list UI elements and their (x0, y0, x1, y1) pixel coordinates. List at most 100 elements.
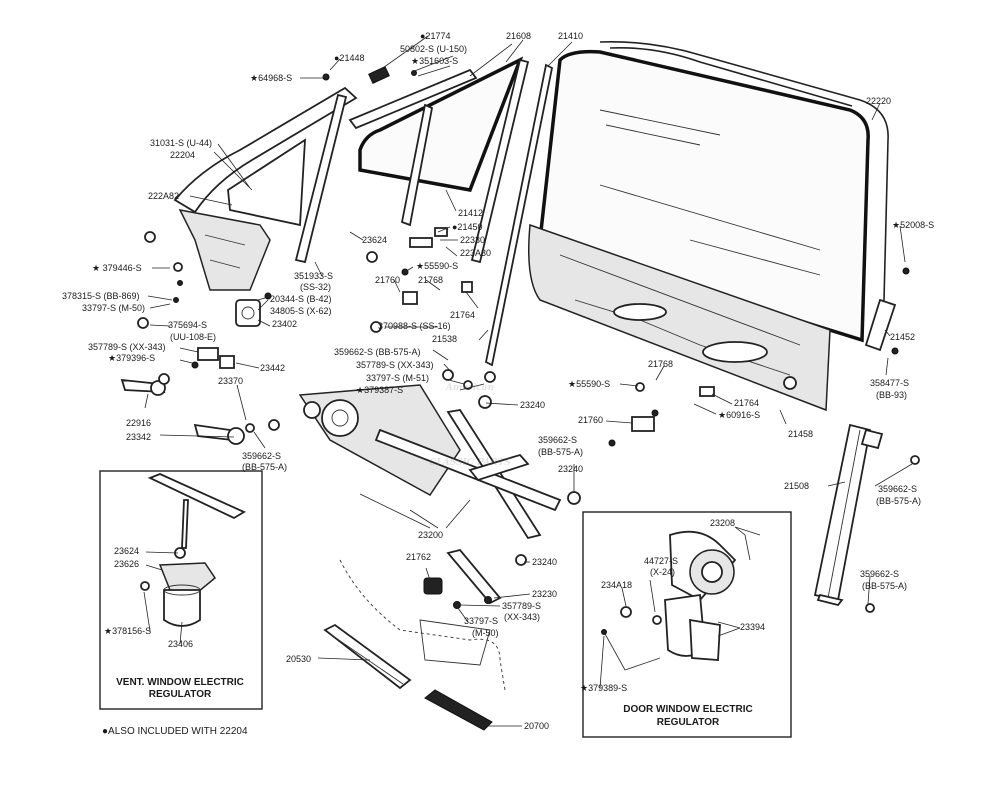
callout-label: ★379387-S (356, 385, 403, 395)
callout-label: 375694-S (168, 320, 207, 330)
vent-box-title-1: VENT. WINDOW ELECTRIC (116, 677, 244, 688)
callout-label: (BB-575-A) (876, 496, 921, 506)
callout-label: 21538 (432, 334, 457, 344)
callout-label: ●21774 (420, 31, 450, 41)
callout-label: 357789-S (502, 601, 541, 611)
callout-label: 33797-S (464, 616, 498, 626)
callout-label: 31031-S (U-44) (150, 138, 212, 148)
callout-label: 359662-S (538, 435, 577, 445)
callout-label: ★379396-S (108, 353, 155, 363)
callout-label: 370988-S (SS-16) (378, 321, 451, 331)
callout-label: 21762 (406, 552, 431, 562)
callout-label: 21458 (788, 429, 813, 439)
callout-label: 223A30 (460, 248, 491, 258)
callout-label: (SS-32) (300, 282, 331, 292)
vent-regulator-inset: VENT. WINDOW ELECTRIC REGULATOR (99, 470, 263, 710)
callout-label: ★60916-S (718, 410, 760, 420)
callout-label: 21764 (450, 310, 475, 320)
callout-label: 23624 (362, 235, 387, 245)
vent-regulator-box (99, 470, 263, 710)
footnote: ●ALSO INCLUDED WITH 22204 (102, 726, 248, 737)
callout-label: (BB-575-A) (242, 462, 287, 472)
watermark-line-1: American (445, 383, 494, 393)
door-box-title-2: REGULATOR (657, 717, 720, 728)
callout-label: 21508 (784, 481, 809, 491)
callout-label: 23626 (114, 559, 139, 569)
door-crank-handle (193, 423, 234, 442)
callout-label: 22330 (460, 235, 485, 245)
callout-label: 234A18 (601, 580, 632, 590)
callout-label: 21764 (734, 398, 759, 408)
callout-label: 23394 (740, 622, 765, 632)
callout-label: 22916 (126, 418, 151, 428)
door-glass (538, 49, 870, 343)
callout-label: 20530 (286, 654, 311, 664)
callout-labels: ●21774 21608 21410 50802-S (U-150) ★3516… (62, 31, 934, 737)
vent-glass (358, 56, 524, 192)
callout-label: 23240 (520, 400, 545, 410)
callout-label: 20700 (524, 721, 549, 731)
vent-motor-gearbox (158, 562, 217, 593)
callout-label: 21608 (506, 31, 531, 41)
callout-label: (BB-575-A) (538, 447, 583, 457)
door-bumper (424, 689, 493, 731)
callout-label: 23442 (260, 363, 285, 373)
vent-box-title-2: REGULATOR (149, 689, 212, 700)
vent-window-frame (173, 86, 358, 214)
parts-artwork (120, 40, 920, 731)
callout-label: 23624 (114, 546, 139, 556)
callout-label: 21412 (458, 208, 483, 218)
callout-label: (M-50) (472, 628, 499, 638)
callout-label: 44727-S (644, 556, 678, 566)
vent-motor (163, 589, 201, 627)
watermark: American CLASSIC PARTS (429, 383, 511, 468)
callout-label: 21768 (648, 359, 673, 369)
callout-label: 22204 (170, 150, 195, 160)
callout-label: 21768 (418, 275, 443, 285)
leader-lines (143, 35, 913, 727)
callout-label: ★64968-S (250, 73, 292, 83)
callout-label: 359662-S (BB-575-A) (334, 347, 421, 357)
glass-run-weatherstrip (599, 40, 889, 341)
callout-label: 23402 (272, 319, 297, 329)
callout-label: 23370 (218, 376, 243, 386)
belt-weatherstrip (323, 623, 412, 690)
callout-label: 21452 (890, 332, 915, 342)
callout-label: ★378156-S (104, 626, 151, 636)
callout-label: 21760 (375, 275, 400, 285)
callout-label: 34805-S (X-62) (270, 306, 332, 316)
callout-label: 357789-S (XX-343) (88, 342, 166, 352)
lower-regulator-arm (446, 548, 502, 605)
door-regulator-box (582, 511, 792, 738)
callout-label: ●21450 (452, 222, 482, 232)
callout-label: ★ 379446-S (92, 263, 142, 273)
callout-label: ★55590-S (416, 261, 458, 271)
callout-label: 22220 (866, 96, 891, 106)
callout-label: ★351603-S (411, 56, 458, 66)
callout-label: ★55590-S (568, 379, 610, 389)
callout-label: 33797-S (M-51) (366, 373, 429, 383)
callout-label: 23230 (532, 589, 557, 599)
callout-label: 20344-S (B-42) (270, 294, 332, 304)
callout-label: 358477-S (870, 378, 909, 388)
vent-lower-bracket (178, 208, 271, 291)
regulator-lift-arm (374, 428, 562, 512)
callout-label: (BB-93) (876, 390, 907, 400)
front-glass-channel (484, 63, 554, 367)
callout-label: (XX-343) (504, 612, 540, 622)
callout-label: 359662-S (878, 484, 917, 494)
callout-label: 21760 (578, 415, 603, 425)
vent-channel (227, 138, 307, 227)
callout-label: 359662-S (860, 569, 899, 579)
callout-label: (X-24) (650, 567, 675, 577)
callout-label: (BB-575-A) (862, 581, 907, 591)
vent-division-bar (294, 93, 348, 264)
callout-label: 23406 (168, 639, 193, 649)
watermark-line-2: CLASSIC PARTS (429, 458, 511, 468)
callout-label: ●21448 (334, 53, 364, 63)
callout-label: 23208 (710, 518, 735, 528)
callout-label: 33797-S (M-50) (82, 303, 145, 313)
callout-label: 378315-S (BB-869) (62, 291, 140, 301)
callout-label: 359662-S (242, 451, 281, 461)
